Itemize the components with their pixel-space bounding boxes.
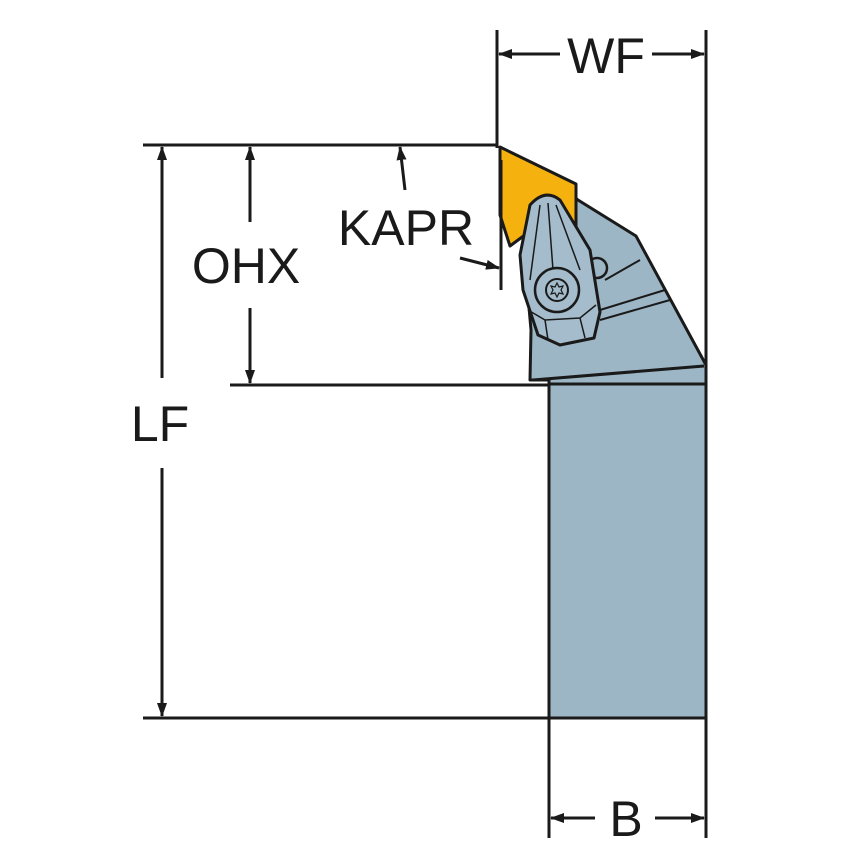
- dimension-ohx: OHX: [192, 146, 300, 384]
- torx-screw-icon: [533, 266, 581, 314]
- shank: [547, 382, 708, 720]
- dimension-wf: WF: [498, 28, 705, 84]
- wf-label: WF: [567, 28, 645, 84]
- lf-label: LF: [131, 396, 189, 452]
- dimension-b: B: [550, 791, 705, 847]
- dimension-lf: LF: [131, 146, 189, 717]
- dimension-kapr: KAPR: [338, 146, 500, 270]
- b-label: B: [609, 791, 642, 847]
- kapr-label: KAPR: [338, 200, 474, 256]
- extension-lines: [143, 30, 708, 838]
- ohx-label: OHX: [192, 238, 300, 294]
